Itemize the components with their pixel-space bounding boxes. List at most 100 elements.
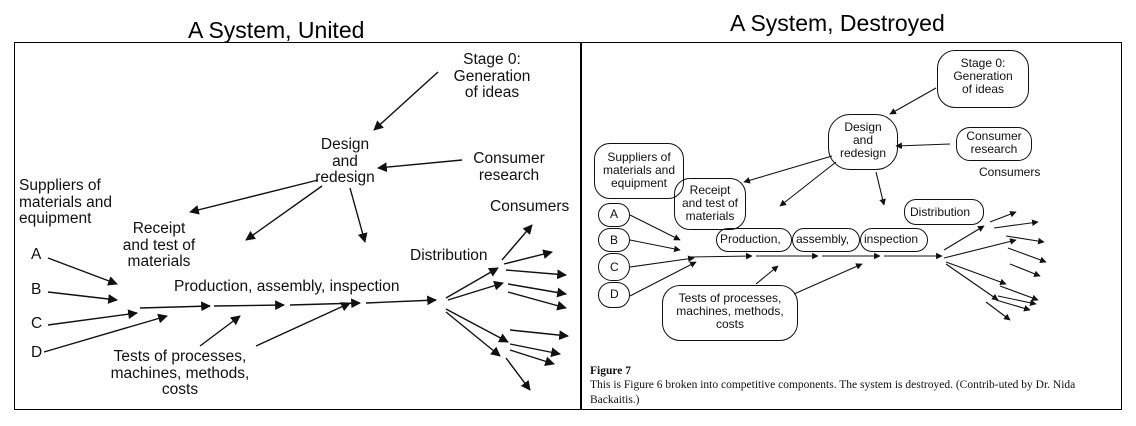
right-arrow-1 [889, 87, 937, 115]
right-design-bubble [828, 114, 898, 170]
left-arrow-21 [503, 249, 553, 265]
right-receipt-bubble [674, 178, 746, 230]
left-title: A System, United [188, 17, 365, 43]
right-inspection-label: inspection [864, 232, 919, 246]
right-arrow-27 [995, 299, 1031, 312]
left-suppliers-label: Suppliers of materials and equipment [19, 177, 113, 228]
left-arrow-25 [509, 329, 569, 340]
left-arrow-5 [349, 187, 368, 243]
left-arrow-11 [213, 300, 285, 311]
right-arrow-20 [989, 211, 1017, 223]
left-arrow-15 [255, 302, 351, 347]
right-arrow-22 [1005, 235, 1045, 245]
left-consumer-research-label: Consumer research [473, 150, 545, 184]
left-arrow-2 [377, 159, 463, 173]
left-supplier-c: C [31, 315, 43, 332]
left-arrow-4 [245, 185, 323, 241]
left-receipt-label: Receipt and test of materials [122, 220, 196, 271]
right-tests-bubble [662, 285, 798, 341]
right-supplier-a: A [610, 207, 619, 221]
left-arrow-18 [445, 308, 509, 343]
right-arrow-16 [943, 225, 985, 251]
right-supplier-a-bubble [598, 203, 630, 227]
right-supplier-c: C [610, 260, 619, 274]
left-stage0-label: Stage 0: Generation of ideas [453, 51, 531, 102]
left-arrow-14 [199, 315, 241, 347]
left-design-label: Design and redesign [315, 136, 375, 187]
right-title: A System, Destroyed [730, 10, 945, 36]
left-arrow-24 [507, 291, 567, 311]
right-arrow-3 [743, 155, 833, 184]
right-distribution-label: Distribution [910, 205, 971, 219]
right-arrow-24 [1009, 263, 1041, 277]
right-arrow-15 [793, 263, 863, 295]
left-panel [14, 42, 582, 410]
right-arrow-26 [997, 295, 1037, 307]
right-arrow-19 [945, 263, 999, 301]
figure-caption: Figure 7 This is Figure 6 broken into co… [590, 364, 1110, 407]
left-distribution-label: Distribution [410, 247, 488, 264]
right-assembly-bubble [792, 228, 860, 252]
right-supplier-b: B [610, 233, 619, 247]
left-consumers-label: Consumers [490, 198, 570, 215]
right-production-label: Production, [720, 232, 781, 246]
right-production-bubble [716, 228, 792, 252]
right-arrow-14 [755, 265, 779, 285]
right-arrow-17 [943, 238, 1017, 259]
right-consumers-label: Consumers [979, 165, 1041, 179]
right-arrow-21 [993, 219, 1039, 229]
left-arrow-7 [47, 291, 118, 304]
right-arrow-23 [1007, 247, 1047, 264]
right-receipt-label: Receipt and test of materials [681, 183, 739, 223]
right-distribution-bubble [904, 199, 984, 225]
right-stage0-label: Stage 0: Generation of ideas [953, 56, 1013, 96]
right-arrow-7 [629, 239, 681, 253]
left-arrow-22 [505, 269, 567, 280]
left-arrow-23 [507, 283, 567, 298]
right-consumer-research-bubble [956, 127, 1032, 161]
left-supplier-a: A [31, 246, 42, 263]
right-arrow-10 [689, 252, 753, 260]
right-stage0-bubble [937, 50, 1029, 108]
left-arrow-9 [43, 313, 168, 353]
right-suppliers-label: Suppliers of materials and equipment [602, 150, 676, 190]
left-arrow-8 [47, 309, 138, 326]
left-arrow-20 [501, 224, 533, 261]
left-arrow-17 [447, 280, 504, 301]
right-supplier-c-bubble [598, 253, 630, 281]
left-production-label: Production, assembly, inspection [174, 278, 400, 295]
left-arrow-1 [373, 71, 439, 131]
left-arrow-26 [509, 343, 561, 358]
right-arrow-25 [999, 285, 1039, 302]
left-arrow-27 [509, 349, 555, 366]
right-supplier-d: D [610, 287, 619, 301]
left-arrow-13 [365, 295, 437, 306]
left-arrow-19 [445, 311, 501, 357]
left-supplier-d: D [31, 344, 43, 361]
figure-caption-label: Figure 7 [590, 365, 631, 377]
right-tests-label: Tests of processes, machines, methods, c… [676, 291, 784, 331]
left-arrow-3 [189, 179, 319, 215]
right-arrow-9 [629, 261, 697, 297]
right-arrow-6 [629, 214, 681, 241]
right-supplier-d-bubble [598, 282, 630, 308]
left-arrow-16 [445, 267, 499, 299]
right-arrow-2 [895, 142, 951, 150]
left-arrow-28 [505, 357, 531, 391]
right-suppliers-bubble [594, 143, 684, 199]
right-consumer-research-label: Consumer research [966, 129, 1022, 156]
figure-caption-text: This is Figure 6 broken into competitive… [590, 379, 1076, 406]
right-supplier-b-bubble [598, 228, 630, 252]
left-arrow-10 [139, 301, 211, 312]
right-arrow-5 [875, 171, 886, 206]
right-panel [580, 42, 1122, 410]
right-arrow-28 [985, 301, 1011, 321]
right-assembly-label: assembly, [796, 232, 850, 246]
left-tests-label: Tests of processes, machines, methods, c… [110, 348, 250, 399]
right-inspection-bubble [860, 228, 928, 252]
left-arrow-6 [47, 257, 118, 286]
right-arrow-4 [779, 161, 837, 207]
right-design-label: Design and redesign [839, 120, 887, 160]
left-supplier-b: B [31, 281, 42, 298]
